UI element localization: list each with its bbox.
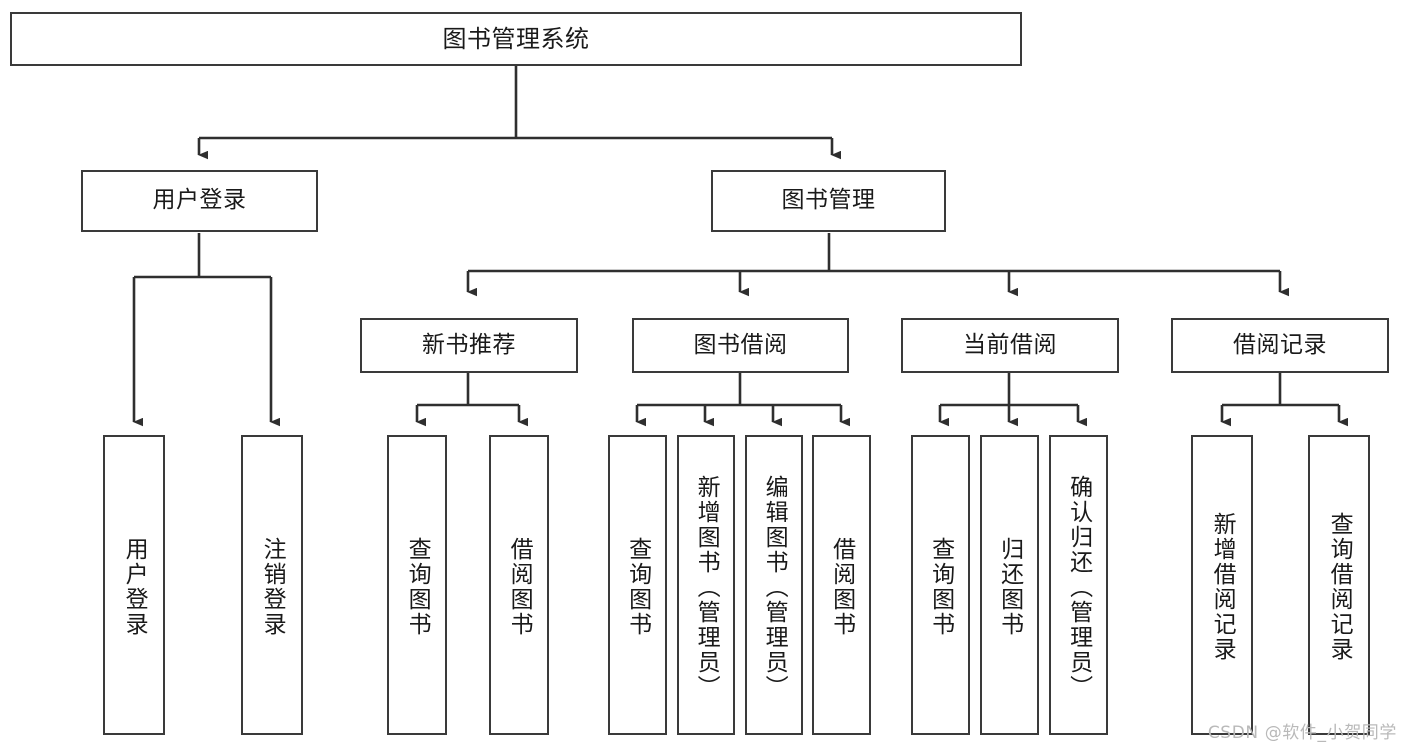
node-leaf-query-record[interactable]: 查询借阅记录 bbox=[1308, 435, 1370, 735]
node-leaf-edit-book[interactable]: 编辑图书（管理员） bbox=[745, 435, 803, 735]
node-book-management-label: 图书管理 bbox=[781, 187, 876, 214]
node-user-login[interactable]: 用户登录 bbox=[81, 170, 318, 232]
node-leaf-confirm-return-label: 确认归还（管理员） bbox=[1065, 474, 1092, 700]
watermark-text: CSDN @软件_小贺同学 bbox=[1207, 723, 1397, 743]
node-leaf-user-login[interactable]: 用户登录 bbox=[103, 435, 165, 735]
node-leaf-user-login-label: 用户登录 bbox=[121, 537, 148, 637]
node-new-book-recommend[interactable]: 新书推荐 bbox=[360, 318, 578, 373]
node-book-management[interactable]: 图书管理 bbox=[711, 170, 946, 232]
node-leaf-add-record[interactable]: 新增借阅记录 bbox=[1191, 435, 1253, 735]
node-leaf-borrow-book-1[interactable]: 借阅图书 bbox=[489, 435, 549, 735]
node-borrow-record-label: 借阅记录 bbox=[1233, 331, 1327, 358]
node-book-borrow[interactable]: 图书借阅 bbox=[632, 318, 849, 373]
node-leaf-query-book-2[interactable]: 查询图书 bbox=[608, 435, 667, 735]
node-leaf-logout-login[interactable]: 注销登录 bbox=[241, 435, 303, 735]
node-leaf-logout-login-label: 注销登录 bbox=[259, 537, 286, 637]
node-leaf-return-book[interactable]: 归还图书 bbox=[980, 435, 1039, 735]
node-leaf-edit-book-label: 编辑图书（管理员） bbox=[761, 474, 788, 700]
node-leaf-query-book-2-label: 查询图书 bbox=[624, 537, 651, 637]
node-leaf-return-book-label: 归还图书 bbox=[996, 537, 1023, 637]
node-leaf-query-book-3-label: 查询图书 bbox=[927, 537, 954, 637]
node-root[interactable]: 图书管理系统 bbox=[10, 12, 1022, 66]
node-leaf-query-book-1[interactable]: 查询图书 bbox=[387, 435, 447, 735]
node-user-login-label: 用户登录 bbox=[152, 187, 247, 214]
node-leaf-add-book[interactable]: 新增图书（管理员） bbox=[677, 435, 735, 735]
node-leaf-borrow-book-2[interactable]: 借阅图书 bbox=[812, 435, 871, 735]
node-leaf-query-book-1-label: 查询图书 bbox=[404, 537, 431, 637]
node-leaf-query-book-3[interactable]: 查询图书 bbox=[911, 435, 970, 735]
node-root-label: 图书管理系统 bbox=[442, 24, 590, 53]
node-new-book-recommend-label: 新书推荐 bbox=[422, 331, 516, 358]
node-leaf-add-book-label: 新增图书（管理员） bbox=[693, 474, 720, 700]
node-leaf-query-record-label: 查询借阅记录 bbox=[1326, 512, 1353, 662]
node-leaf-borrow-book-1-label: 借阅图书 bbox=[506, 537, 533, 637]
node-book-borrow-label: 图书借阅 bbox=[693, 331, 788, 358]
node-current-borrow-label: 当前借阅 bbox=[963, 331, 1057, 358]
node-leaf-borrow-book-2-label: 借阅图书 bbox=[828, 537, 855, 637]
node-current-borrow[interactable]: 当前借阅 bbox=[901, 318, 1119, 373]
node-leaf-confirm-return[interactable]: 确认归还（管理员） bbox=[1049, 435, 1108, 735]
node-borrow-record[interactable]: 借阅记录 bbox=[1171, 318, 1389, 373]
node-leaf-add-record-label: 新增借阅记录 bbox=[1209, 512, 1236, 662]
